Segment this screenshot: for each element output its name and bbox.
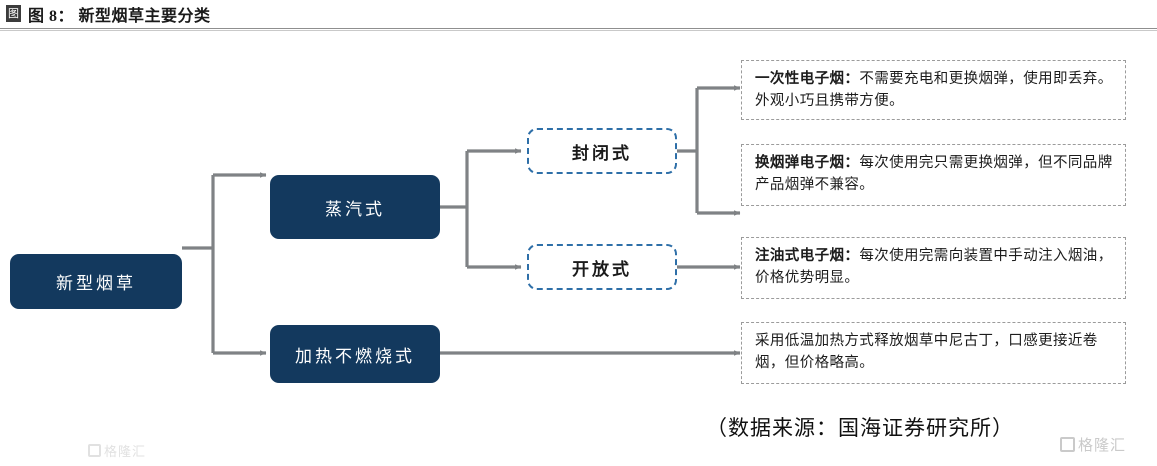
page-title: 图 8： 新型烟草主要分类 [28,8,211,25]
node-root[interactable]: 新型烟草 [10,254,182,309]
node-vapor-label: 蒸汽式 [325,199,385,219]
header-divider [0,28,1157,31]
panel-replaceable-pod: 换烟弹电子烟：每次使用完只需更换烟弹，但不同品牌产品烟弹不兼容。 [741,144,1126,206]
panel-replaceable-pod-text: 每次使用完只需更换烟弹，但不同品牌产品烟弹不兼容。 [755,155,1113,194]
panel-disposable-term: 一次性电子烟： [755,71,860,87]
node-heat-not-burn-label: 加热不燃烧式 [295,346,415,366]
panel-heat-not-burn: 采用低温加热方式释放烟草中尼古丁，口感更接近卷烟，但价格略高。 [741,322,1126,384]
node-heat-not-burn[interactable]: 加热不燃烧式 [270,325,440,383]
node-open-system-label: 开放式 [572,259,632,279]
node-closed-system-label: 封闭式 [572,143,632,163]
panel-disposable-text: 不需要充电和更换烟弹，使用即丢弃。外观小巧且携带方便。 [755,71,1113,110]
panel-heat-not-burn-text: 采用低温加热方式释放烟草中尼古丁，口感更接近卷烟，但价格略高。 [755,333,1098,372]
node-vapor[interactable]: 蒸汽式 [270,175,440,239]
panel-refillable-oil-term: 注油式电子烟： [755,248,860,264]
figure-marker-icon: 图 [6,5,21,22]
diagram-canvas: 新型烟草 蒸汽式 加热不燃烧式 封闭式 开放式 一次性电子烟：不需要充电和更换烟… [0,32,1157,466]
panel-refillable-oil-text: 每次使用完需向装置中手动注入烟油，价格优势明显。 [755,248,1113,287]
panel-disposable: 一次性电子烟：不需要充电和更换烟弹，使用即丢弃。外观小巧且携带方便。 [741,60,1126,120]
node-closed-system[interactable]: 封闭式 [527,128,677,174]
panel-refillable-oil: 注油式电子烟：每次使用完需向装置中手动注入烟油，价格优势明显。 [741,237,1126,299]
connector-lines [182,85,741,356]
figure-header: 图 图 8： 新型烟草主要分类 [0,0,1157,32]
source-note: （数据来源：国海证券研究所） [706,416,1014,440]
panel-replaceable-pod-term: 换烟弹电子烟： [755,155,860,171]
node-root-label: 新型烟草 [56,274,136,293]
node-open-system[interactable]: 开放式 [527,244,677,290]
